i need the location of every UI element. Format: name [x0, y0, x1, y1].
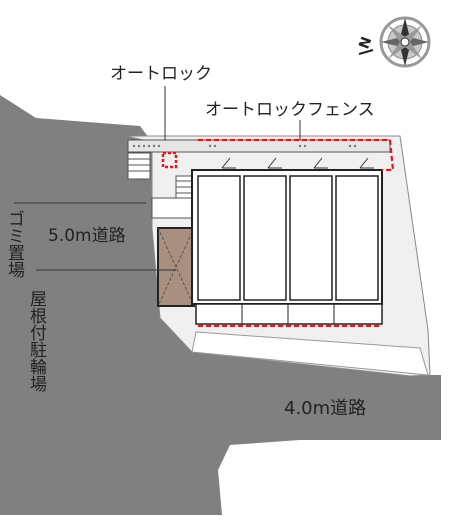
- stairs: [127, 152, 193, 199]
- label-autolock-fence: オートロックフェンス: [205, 100, 375, 120]
- label-road-5m: 5.0m道路: [48, 226, 126, 246]
- entrance-dots: [132, 144, 357, 148]
- building-units: [197, 175, 379, 301]
- label-road-4m: 4.0m道路: [284, 398, 367, 419]
- garbage-area: [151, 197, 193, 219]
- autolock-fence: [198, 138, 395, 172]
- door-swings: [221, 157, 374, 169]
- parking-strip: [191, 331, 429, 376]
- compass-icon: [358, 16, 431, 68]
- autolock-door: [161, 151, 178, 169]
- label-autolock: オートロック: [110, 64, 212, 84]
- label-bike-parking: 屋根付駐輪場: [26, 290, 46, 392]
- label-garbage: ゴミ置場: [4, 210, 24, 278]
- leader-lines: [14, 86, 301, 271]
- balcony-row: [195, 303, 383, 325]
- road-5m-area: [0, 95, 441, 515]
